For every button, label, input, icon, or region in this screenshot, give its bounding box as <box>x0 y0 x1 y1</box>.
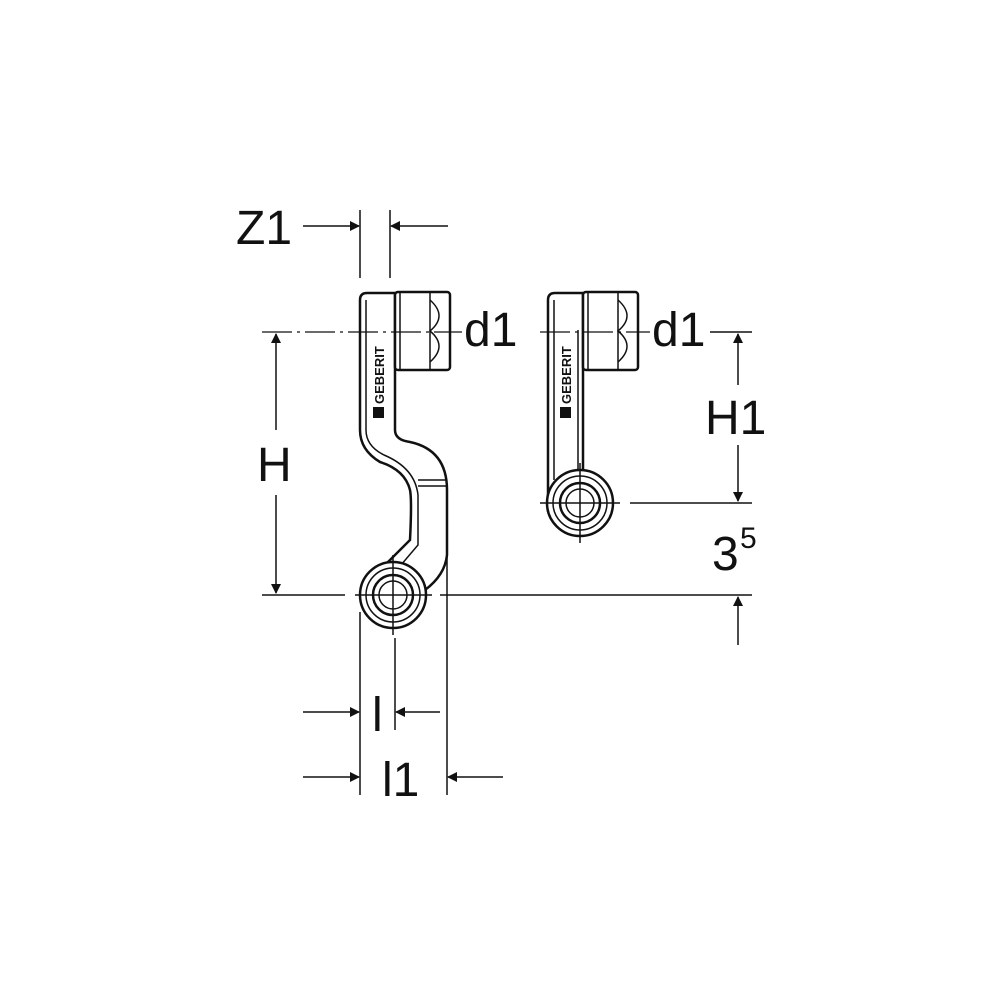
dimension-z1: Z1 <box>236 202 448 278</box>
label-h1: H1 <box>705 392 766 445</box>
svg-text:GEBERIT: GEBERIT <box>559 346 574 404</box>
geberit-logo-left: GEBERIT <box>372 346 387 418</box>
label-d1-left: d1 <box>464 304 517 357</box>
label-l: l <box>372 689 383 742</box>
label-z1: Z1 <box>236 202 292 255</box>
label-l1: l1 <box>382 754 419 807</box>
label-h: H <box>257 439 292 492</box>
dimension-h1: H1 <box>705 333 766 502</box>
svg-text:GEBERIT: GEBERIT <box>372 346 387 404</box>
left-s-bend-fitting: GEBERIT <box>358 290 452 630</box>
center-lines <box>262 331 752 635</box>
geberit-logo-right: GEBERIT <box>559 346 574 418</box>
right-straight-fitting: GEBERIT <box>545 290 640 538</box>
dimension-3-5: 3 5 <box>712 522 757 645</box>
label-3-5-superscript: 5 <box>740 522 757 555</box>
dimension-h: H <box>257 333 292 594</box>
dimension-l1: l1 <box>303 555 503 807</box>
left-nut <box>393 290 452 372</box>
label-d1-right: d1 <box>652 304 705 357</box>
dimension-l: l <box>303 612 440 795</box>
label-3-5-base: 3 <box>712 528 739 581</box>
right-nut <box>581 290 640 372</box>
